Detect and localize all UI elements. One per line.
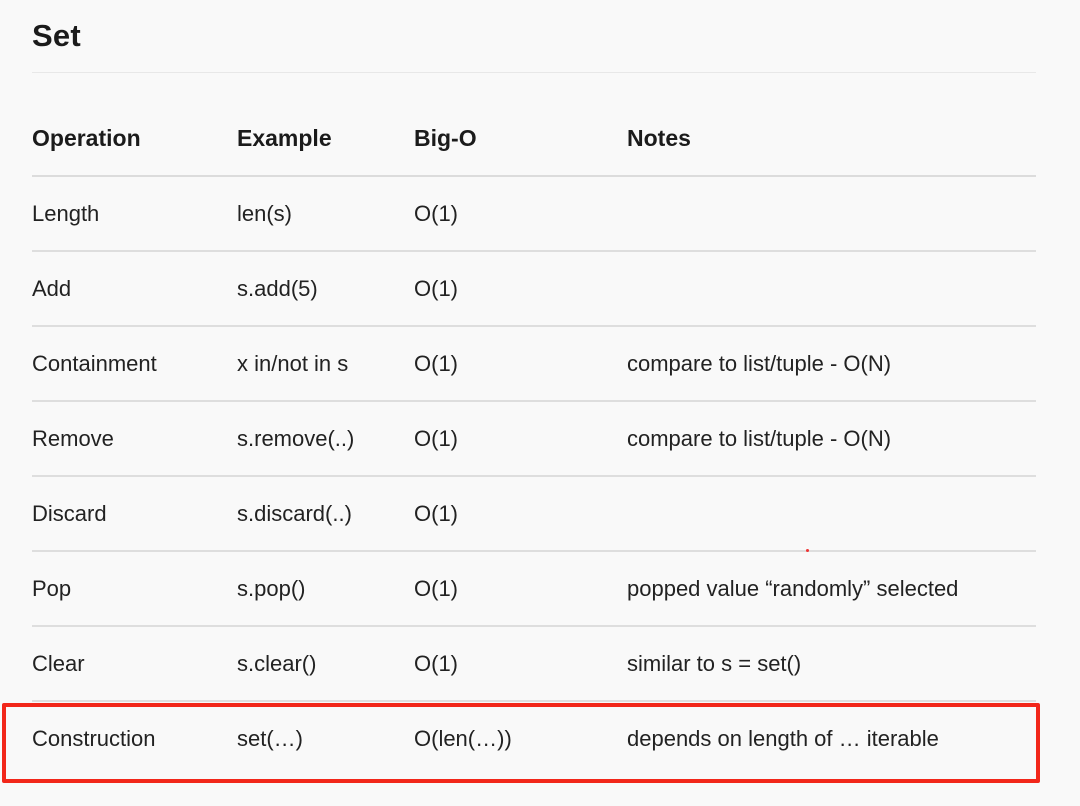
operations-table: Operation Example Big-O Notes Length len… xyxy=(32,102,1036,775)
cell-notes xyxy=(627,476,1036,552)
cell-notes: similar to s = set() xyxy=(627,626,1036,702)
cell-example: s.add(5) xyxy=(237,251,414,327)
annotation-dot xyxy=(806,549,809,552)
cell-big-o: O(1) xyxy=(414,176,627,252)
table-row: Clear s.clear() O(1) similar to s = set(… xyxy=(32,626,1036,702)
table-row-highlighted: Construction set(…) O(len(…)) depends on… xyxy=(32,701,1036,775)
table-row: Pop s.pop() O(1) popped value “randomly”… xyxy=(32,551,1036,627)
header-notes: Notes xyxy=(627,102,1036,177)
table-row: Length len(s) O(1) xyxy=(32,176,1036,252)
cell-operation: Clear xyxy=(32,626,237,702)
table-row: Discard s.discard(..) O(1) xyxy=(32,476,1036,552)
header-example: Example xyxy=(237,102,414,177)
cell-operation: Remove xyxy=(32,401,237,477)
cell-example: s.clear() xyxy=(237,626,414,702)
cell-notes xyxy=(627,176,1036,252)
cell-operation: Length xyxy=(32,176,237,252)
table-row: Add s.add(5) O(1) xyxy=(32,251,1036,327)
cell-big-o: O(1) xyxy=(414,251,627,327)
cell-big-o: O(1) xyxy=(414,326,627,402)
table-row: Containment x in/not in s O(1) compare t… xyxy=(32,326,1036,402)
table-row: Remove s.remove(..) O(1) compare to list… xyxy=(32,401,1036,477)
cell-example: s.discard(..) xyxy=(237,476,414,552)
cell-big-o: O(1) xyxy=(414,551,627,627)
cell-example: s.remove(..) xyxy=(237,401,414,477)
cell-notes: compare to list/tuple - O(N) xyxy=(627,401,1036,477)
header-big-o: Big-O xyxy=(414,102,627,177)
cell-operation: Containment xyxy=(32,326,237,402)
cell-notes: popped value “randomly” selected xyxy=(627,551,1036,627)
cell-notes: depends on length of … iterable xyxy=(627,725,939,751)
cell-example: set(…) xyxy=(237,725,303,751)
cell-big-o: O(1) xyxy=(414,401,627,477)
cell-example: s.pop() xyxy=(237,551,414,627)
cell-big-o: O(len(…)) xyxy=(414,725,512,751)
cell-big-o: O(1) xyxy=(414,626,627,702)
title-divider xyxy=(32,72,1036,73)
header-operation: Operation xyxy=(32,102,237,177)
cell-example: x in/not in s xyxy=(237,326,414,402)
cell-operation: Pop xyxy=(32,551,237,627)
cell-notes: compare to list/tuple - O(N) xyxy=(627,326,1036,402)
cell-big-o: O(1) xyxy=(414,476,627,552)
cell-operation: Add xyxy=(32,251,237,327)
table-header-row: Operation Example Big-O Notes xyxy=(32,102,1036,177)
page-title: Set xyxy=(32,18,81,53)
cell-example: len(s) xyxy=(237,176,414,252)
cell-operation: Construction xyxy=(32,725,156,751)
cell-notes xyxy=(627,251,1036,327)
cell-operation: Discard xyxy=(32,476,237,552)
